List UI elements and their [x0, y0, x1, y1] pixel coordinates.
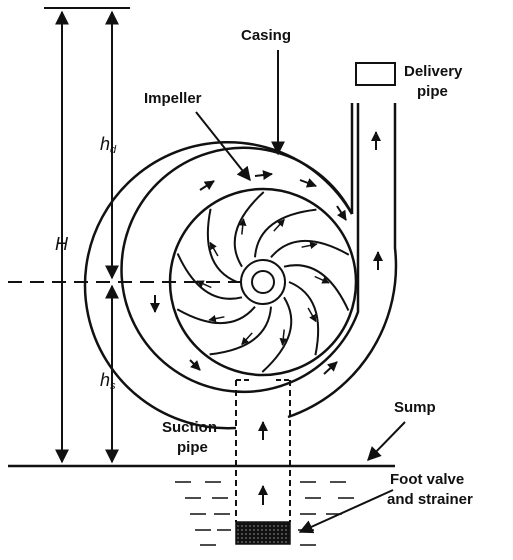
casing-outer-wall [120, 103, 360, 394]
foot-valve-label-line2: and strainer [387, 491, 473, 508]
impeller-flow-arrow [196, 280, 212, 289]
suction-pipe-label: Suction [162, 419, 217, 436]
impeller-pointer-arrow [195, 111, 251, 182]
impeller-vane [254, 208, 317, 258]
foot-valve-label: Foot valve [390, 471, 464, 488]
volute-flow-arrows [150, 131, 383, 375]
impeller-vane [206, 208, 238, 283]
impeller [168, 187, 358, 377]
impeller-vane [270, 239, 350, 258]
delivery-head-label: hd [100, 134, 117, 156]
delivery-pipe-label-line2: pipe [417, 83, 448, 100]
impeller-flow-arrow [273, 218, 285, 232]
delivery-pipe-label: Delivery [404, 63, 463, 80]
impeller-flow-arrow [314, 275, 330, 284]
impeller-flow-arrow [307, 307, 317, 323]
impeller-flow-arrow [279, 329, 287, 346]
impeller-vane [288, 281, 320, 356]
impeller-flow-arrow [239, 218, 247, 235]
total-head-label: H [55, 234, 69, 254]
impeller-eye [251, 270, 275, 294]
impeller-vane [209, 306, 272, 356]
sump-pointer-arrow [367, 421, 406, 462]
delivery-pipe-outlet [355, 62, 396, 86]
casing-label: Casing [241, 27, 291, 44]
impeller-flow-arrow [209, 241, 219, 257]
impeller-flow-arrow [208, 314, 225, 323]
impeller-flow-arrow [301, 241, 318, 250]
impeller-label: Impeller [144, 90, 202, 107]
impeller-vanes [176, 191, 350, 373]
sump-label: Sump [394, 399, 436, 416]
impeller-vane [283, 264, 350, 311]
impeller-outer-ring [168, 187, 358, 377]
impeller-vane [233, 191, 265, 268]
impeller-vane [176, 306, 256, 325]
suction-pipe-label-line2: pipe [177, 439, 208, 456]
suction-head-label: hs [100, 370, 116, 392]
impeller-flow-arrows [196, 218, 330, 346]
impeller-vane [261, 296, 293, 373]
delivery-pipe-right-wall [287, 103, 398, 419]
foot-valve-strainer [235, 521, 291, 545]
foot-valve-pointer-arrow [298, 489, 394, 534]
impeller-vane [176, 253, 243, 300]
impeller-flow-arrow [241, 332, 253, 346]
